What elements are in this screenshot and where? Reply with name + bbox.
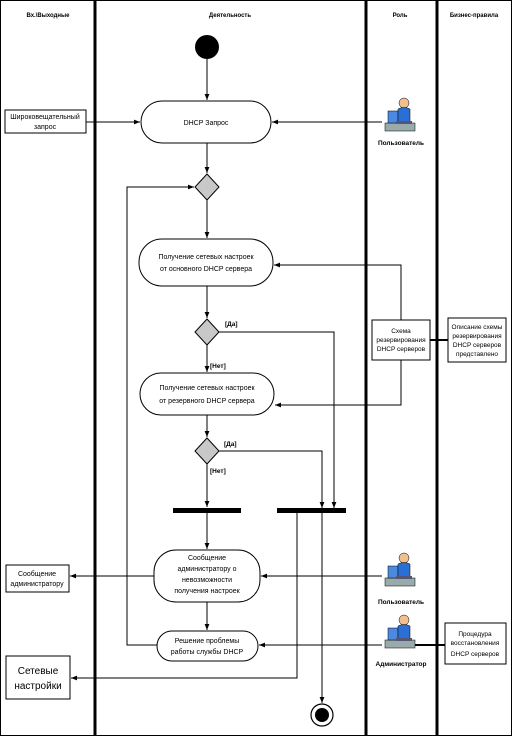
rule-scheme-description-line2: резервирования xyxy=(452,333,502,340)
user1-person-icon xyxy=(384,97,416,132)
rule-scheme-description-line3: DHCP серверов xyxy=(453,342,502,349)
lane-title-business-rules: Бизнес-правила xyxy=(450,13,499,19)
admin-person-icon xyxy=(384,614,416,649)
artifact-backup-scheme-line2: резервирования xyxy=(376,337,426,344)
decision-primary xyxy=(194,318,220,346)
lane-title-role: Роль xyxy=(393,13,408,19)
decision-backup xyxy=(194,437,220,465)
io-network-settings xyxy=(5,655,71,700)
io-network-settings-line1: Сетевые xyxy=(18,666,59,677)
activity-get-backup-line2: от резервного DHCP сервера xyxy=(159,398,255,405)
role-user2: Пользователь xyxy=(378,599,424,606)
activity-resolve xyxy=(156,630,259,662)
flow-loop-back xyxy=(126,184,194,646)
start-node xyxy=(195,35,219,59)
activity-resolve-line2: работы службы DHCP xyxy=(171,648,244,656)
rule-scheme-description xyxy=(447,317,507,363)
guard-yes-1: [Да] xyxy=(225,321,238,328)
role-user1: Пользователь xyxy=(378,140,424,147)
user2-person-icon xyxy=(384,552,416,587)
rule-recovery-line2: восстановления xyxy=(451,640,500,647)
io-admin-message-line1: Сообщение xyxy=(18,570,56,578)
activity-dhcp-request-label: DHCP Запрос xyxy=(184,120,229,127)
activity-get-primary-line1: Получение сетевых настроек xyxy=(158,254,254,261)
activity-notify-admin-line1: Сообщение xyxy=(188,554,226,562)
rule-scheme-description-line4: представлено xyxy=(456,351,498,358)
lane-title-activity: Деятельность xyxy=(209,13,251,19)
activity-notify-admin-line3: невозможности xyxy=(182,577,232,584)
lane-title-io: Вх.\Выходные xyxy=(26,13,70,19)
flow-decision2-yes xyxy=(219,450,325,508)
flow-bar-settings xyxy=(71,513,298,681)
activity-get-backup xyxy=(139,372,275,416)
activity-notify-admin-line4: получения настроек xyxy=(174,588,240,595)
rule-recovery-line3: DHCP серверов xyxy=(451,651,500,658)
io-admin-message xyxy=(5,564,70,593)
activity-get-backup-line1: Получение сетевых настроек xyxy=(159,385,255,392)
activity-get-primary xyxy=(138,238,274,287)
artifact-backup-scheme-line1: Схема xyxy=(391,328,411,335)
rule-recovery-procedure xyxy=(444,622,507,665)
io-admin-message-line2: администратору xyxy=(10,581,64,588)
artifact-backup-scheme-line3: DHCP серверов xyxy=(377,346,426,353)
join-bar-right xyxy=(277,508,346,513)
rule-recovery-line1: Процедура xyxy=(458,631,492,638)
activity-resolve-line1: Решение проблемы xyxy=(175,637,239,645)
flow-scheme-backup xyxy=(275,360,402,408)
guard-no-1: [Нет] xyxy=(210,363,226,370)
rule-scheme-description-line1: Описание схемы xyxy=(452,324,503,331)
io-broadcast-line2: запрос xyxy=(34,124,57,131)
guard-no-2: [Нет] xyxy=(210,468,226,475)
io-network-settings-line2: настройки xyxy=(14,681,61,692)
activity-notify-admin-line2: администратору о xyxy=(178,566,237,573)
guard-yes-2: [Да] xyxy=(224,441,237,448)
end-node-inner xyxy=(315,708,329,722)
role-admin: Администратор xyxy=(376,661,427,668)
merge-node xyxy=(194,173,220,201)
activity-get-primary-line2: от основного DHCP сервера xyxy=(160,266,252,273)
flow-scheme-primary xyxy=(274,262,402,320)
io-broadcast-line1: Широковещательный xyxy=(10,113,80,121)
join-bar-left xyxy=(173,508,241,513)
flow-decision1-yes xyxy=(219,331,337,508)
activity-dhcp-request xyxy=(140,100,272,144)
